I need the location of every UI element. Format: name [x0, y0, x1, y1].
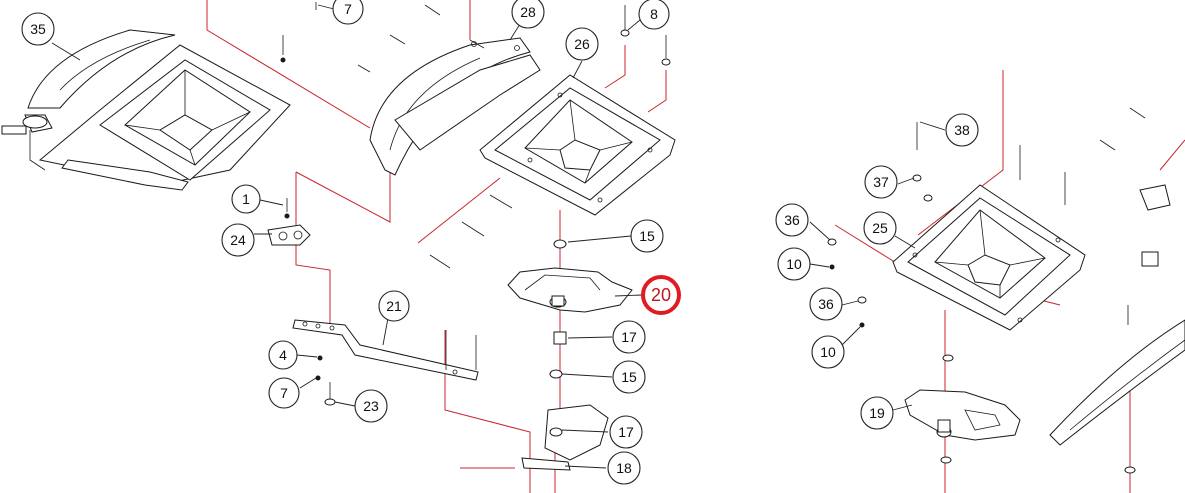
callout-36-upper: 36	[775, 203, 809, 237]
callout-1: 1	[231, 184, 261, 214]
callout-label: 26	[574, 36, 590, 52]
callout-10-lower: 10	[811, 335, 845, 369]
callout-28: 28	[511, 0, 545, 29]
callout-18: 18	[607, 451, 641, 485]
callout-label: 23	[363, 398, 379, 414]
callout-label: 15	[621, 369, 637, 385]
part-25-hopper-funnel	[892, 184, 1086, 331]
callout-17-upper: 17	[612, 320, 646, 354]
callout-8: 8	[638, 0, 670, 30]
callout-label: 37	[873, 174, 889, 190]
callout-label: 24	[230, 232, 246, 248]
callout-25: 25	[863, 211, 897, 245]
callout-38: 38	[945, 113, 979, 147]
fasteners	[280, 2, 1146, 474]
callout-label: 36	[818, 296, 834, 312]
callout-label: 17	[621, 329, 637, 345]
leader-lines	[51, 4, 946, 469]
callout-label: 17	[618, 424, 634, 440]
callout-label: 36	[784, 212, 800, 228]
part-20-plate	[507, 267, 633, 313]
callout-24: 24	[221, 223, 255, 257]
callout-15-lower: 15	[612, 360, 646, 394]
callout-4: 4	[268, 340, 298, 370]
part-right-curved-chute	[1049, 184, 1185, 446]
callout-36-lower: 36	[809, 287, 843, 321]
callout-15-upper: 15	[630, 219, 664, 253]
part-24-bracket	[267, 224, 311, 246]
callout-35: 35	[21, 12, 55, 46]
callout-label: 35	[30, 21, 46, 37]
callout-7-top: 7	[332, 0, 364, 25]
callout-label: 18	[616, 460, 632, 476]
callout-label: 15	[639, 228, 655, 244]
callout-26: 26	[565, 27, 599, 61]
callout-label: 7	[280, 385, 288, 401]
callout-label: 25	[872, 220, 888, 236]
callout-20-highlighted: 20	[641, 275, 681, 315]
callout-label: 10	[820, 344, 836, 360]
part-26-hopper-funnel	[479, 74, 676, 216]
callout-label: 8	[650, 6, 658, 22]
callout-17-lower: 17	[609, 415, 643, 449]
part-21-bar	[292, 319, 479, 381]
callout-label: 38	[954, 122, 970, 138]
callout-label: 19	[869, 405, 885, 421]
callout-37: 37	[864, 165, 898, 199]
callout-7-lower: 7	[268, 377, 300, 409]
callout-21: 21	[378, 290, 410, 322]
callout-label: 20	[651, 285, 671, 305]
part-35-chute-assembly	[1, 29, 291, 191]
part-18-lower-bracket	[521, 404, 609, 471]
callout-10-upper: 10	[777, 247, 811, 281]
callout-label: 21	[386, 298, 402, 314]
callout-label: 4	[279, 347, 287, 363]
callout-23: 23	[354, 389, 388, 423]
callout-label: 1	[242, 191, 250, 207]
callout-label: 10	[786, 256, 802, 272]
callout-label: 28	[520, 4, 536, 20]
callout-19: 19	[860, 396, 894, 430]
part-19-lower-plate	[904, 389, 1021, 441]
callout-label: 7	[344, 1, 352, 17]
part-28-curved-plate	[369, 37, 541, 176]
